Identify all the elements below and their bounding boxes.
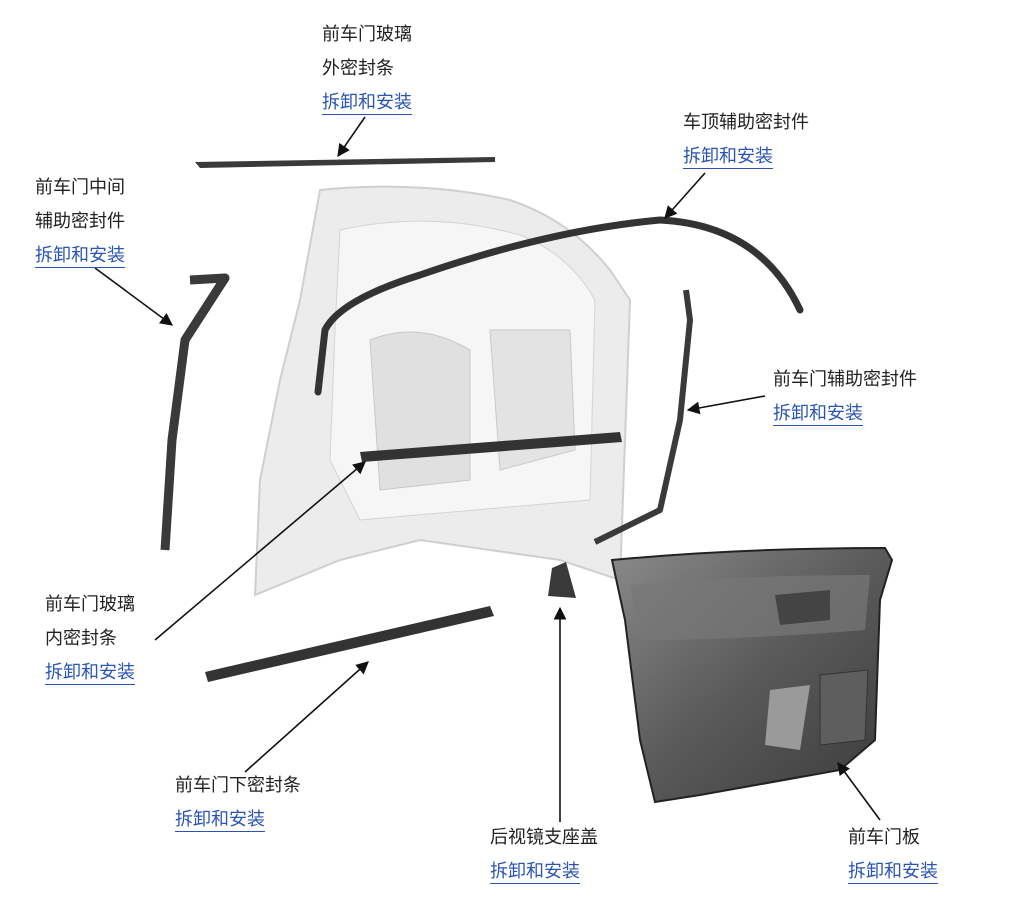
callout-outer-glass-seal: 前车门玻璃 外密封条 拆卸和安装 bbox=[322, 18, 412, 120]
callout-door-aux-seal: 前车门辅助密封件 拆卸和安装 bbox=[773, 363, 917, 431]
callout-label: 前车门玻璃 bbox=[45, 594, 135, 615]
callout-middle-aux-seal: 前车门中间 辅助密封件 拆卸和安装 bbox=[35, 171, 125, 273]
arrow-middle-aux-seal bbox=[94, 267, 174, 326]
callout-label: 前车门板 bbox=[848, 827, 920, 848]
lower-seal-image bbox=[205, 606, 494, 682]
remove-install-link[interactable]: 拆卸和安装 bbox=[848, 861, 938, 884]
callout-label: 外密封条 bbox=[322, 58, 394, 79]
mirror-cover-image bbox=[548, 562, 576, 598]
outer-glass-seal-image bbox=[195, 157, 495, 168]
callout-label: 前车门下密封条 bbox=[175, 775, 301, 796]
callout-door-panel: 前车门板 拆卸和安装 bbox=[848, 821, 938, 889]
callout-roof-aux-seal: 车顶辅助密封件 拆卸和安装 bbox=[683, 106, 809, 174]
callout-label: 前车门中间 bbox=[35, 177, 125, 198]
remove-install-link[interactable]: 拆卸和安装 bbox=[683, 146, 773, 169]
callout-label: 内密封条 bbox=[45, 628, 117, 649]
callout-label: 车顶辅助密封件 bbox=[683, 112, 809, 133]
callout-lower-seal: 前车门下密封条 拆卸和安装 bbox=[175, 769, 301, 837]
callout-mirror-cover: 后视镜支座盖 拆卸和安装 bbox=[490, 821, 598, 889]
door-aux-seal-image bbox=[593, 289, 693, 545]
remove-install-link[interactable]: 拆卸和安装 bbox=[322, 92, 412, 115]
inner-glass-seal-image bbox=[360, 432, 622, 462]
remove-install-link[interactable]: 拆卸和安装 bbox=[773, 403, 863, 426]
callout-label: 前车门玻璃 bbox=[322, 24, 412, 45]
remove-install-link[interactable]: 拆卸和安装 bbox=[175, 809, 265, 832]
remove-install-link[interactable]: 拆卸和安装 bbox=[45, 662, 135, 685]
callout-label: 前车门辅助密封件 bbox=[773, 369, 917, 390]
remove-install-link[interactable]: 拆卸和安装 bbox=[35, 245, 125, 268]
arrow-inner-glass-seal bbox=[154, 461, 366, 641]
arrow-door-panel bbox=[837, 761, 881, 821]
middle-aux-seal-image bbox=[160, 273, 230, 551]
arrow-door-aux-seal bbox=[686, 395, 766, 415]
door-frame-image bbox=[253, 185, 632, 597]
roof-aux-seal-image bbox=[314, 216, 804, 396]
arrow-outer-glass-seal bbox=[337, 116, 366, 158]
remove-install-link[interactable]: 拆卸和安装 bbox=[490, 861, 580, 884]
callout-label: 后视镜支座盖 bbox=[490, 827, 598, 848]
arrow-lower-seal bbox=[244, 661, 369, 773]
callout-inner-glass-seal: 前车门玻璃 内密封条 拆卸和安装 bbox=[45, 588, 135, 690]
callout-label: 辅助密封件 bbox=[35, 211, 125, 232]
door-panel-image bbox=[610, 546, 894, 804]
arrow-roof-aux-seal bbox=[664, 172, 706, 219]
